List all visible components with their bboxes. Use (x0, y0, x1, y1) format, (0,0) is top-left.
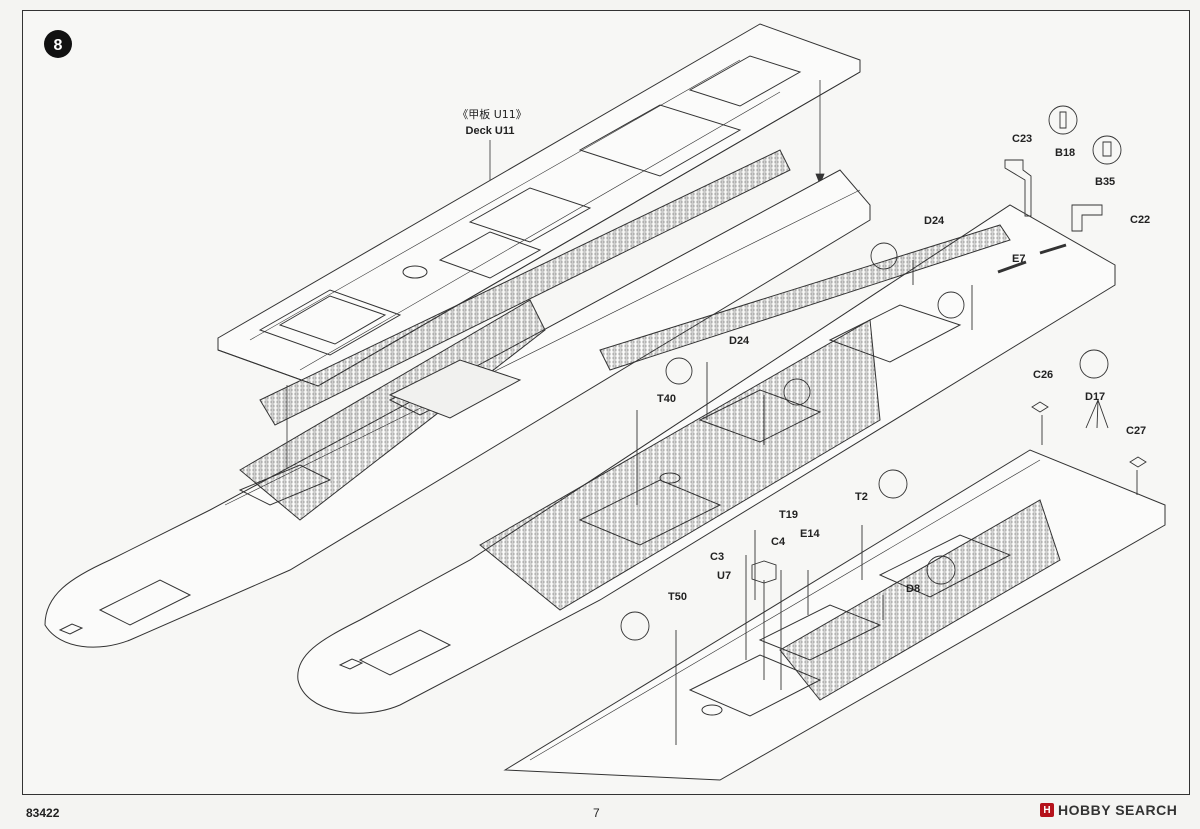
u7-part-icon (751, 560, 777, 584)
d17-bubble-icon (1079, 349, 1109, 379)
label-c27: C27 (1126, 425, 1146, 437)
hobby-search-text: HOBBY SEARCH (1058, 802, 1178, 818)
deck-label: 《甲板 U11》 Deck U11 (457, 107, 527, 180)
step-badge: 8 (44, 30, 72, 58)
label-c3: C3 (710, 551, 724, 563)
part-labels: C23 B18 B35 C22 D24 E7 D24 T40 C26 D17 C… (657, 133, 1150, 603)
c26-part-icon (1031, 401, 1049, 413)
d24-bubble-icon-3 (665, 357, 693, 385)
label-c23: C23 (1012, 133, 1032, 145)
label-e7: E7 (1012, 253, 1025, 265)
label-d8: D8 (906, 583, 920, 595)
hobby-search-watermark: H HOBBY SEARCH (1040, 802, 1177, 818)
d24-bubble-icon-4 (783, 378, 811, 406)
deck-u11-plate (217, 23, 861, 387)
label-d17: D17 (1085, 391, 1105, 403)
label-c22: C22 (1130, 214, 1150, 226)
label-d24-lower: D24 (729, 335, 750, 347)
label-b35: B35 (1095, 176, 1115, 188)
part-markers (620, 105, 1147, 745)
d24-bubble-icon-2 (937, 291, 965, 319)
kit-code: 83422 (26, 806, 60, 820)
hull-lower-right (503, 449, 1166, 781)
c27-part-icon (1129, 456, 1147, 468)
hobby-search-logo-icon: H (1040, 803, 1054, 817)
t50-bubble-icon (620, 611, 650, 641)
d24-bubble-icon-1 (870, 242, 898, 270)
b18-bubble-icon (1048, 105, 1078, 135)
label-t40: T40 (657, 393, 676, 405)
label-u7: U7 (717, 570, 731, 582)
label-t2: T2 (855, 491, 868, 503)
label-e14: E14 (800, 528, 820, 540)
label-c26: C26 (1033, 369, 1053, 381)
b35-bubble-icon (1092, 135, 1122, 165)
hull-middle (297, 204, 1116, 714)
label-t19: T19 (779, 509, 798, 521)
label-c4: C4 (771, 536, 786, 548)
label-t50: T50 (668, 591, 687, 603)
e7-part-icon (997, 243, 1067, 274)
hull-upper-left (44, 149, 871, 648)
deck-label-en: Deck U11 (466, 125, 515, 137)
page-number: 7 (593, 806, 600, 820)
d8-bubble-icon (926, 555, 956, 585)
c23-part-icon (1004, 159, 1032, 217)
step-number: 8 (54, 37, 63, 54)
t2-bubble-icon (878, 469, 908, 499)
c22-part-icon (1071, 204, 1103, 232)
label-d24-upper: D24 (924, 215, 945, 227)
deck-label-cn: 《甲板 U11》 (457, 107, 527, 121)
label-b18: B18 (1055, 147, 1075, 159)
